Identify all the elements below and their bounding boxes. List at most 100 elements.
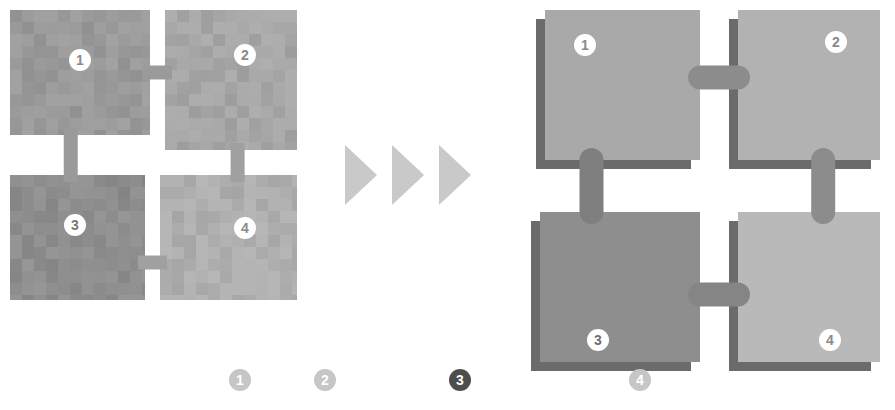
- pixel-cell: [172, 247, 184, 259]
- pixel-cell: [237, 82, 249, 94]
- pixel-cell: [94, 247, 106, 259]
- pixel-cell: [189, 142, 201, 150]
- pixel-cell: [249, 34, 261, 46]
- pixel-cell: [130, 271, 142, 283]
- pixel-cell: [118, 235, 130, 247]
- pixel-cell: [34, 175, 46, 187]
- pixel-cell: [208, 259, 220, 271]
- pixel-cell: [10, 211, 22, 223]
- pixel-cell: [94, 187, 106, 199]
- callout-number: 3: [587, 329, 609, 351]
- pixel-cell: [58, 82, 70, 94]
- pixel-cell: [34, 106, 46, 118]
- pixel-cell: [118, 271, 130, 283]
- callout-number: 2: [314, 369, 336, 391]
- callout-number: 1: [229, 369, 251, 391]
- pixel-cell: [22, 259, 34, 271]
- pixel-cell: [225, 10, 237, 22]
- puzzle-joint: [231, 150, 245, 175]
- pixel-cell: [261, 82, 273, 94]
- pixel-cell: [177, 118, 189, 130]
- puzzle-joint: [811, 160, 835, 212]
- pixel-cell: [213, 34, 225, 46]
- pixel-cell: [261, 130, 273, 142]
- pixel-cell: [118, 46, 130, 58]
- pixel-cell: [220, 247, 232, 259]
- pixel-cell: [256, 175, 268, 187]
- pixel-cell: [46, 271, 58, 283]
- pixel-cell: [94, 175, 106, 187]
- pixel-cell: [82, 22, 94, 34]
- pixel-cell: [130, 82, 142, 94]
- pixel-texture: [165, 10, 297, 150]
- pixel-cell: [160, 211, 172, 223]
- pixel-cell: [46, 70, 58, 82]
- pixel-cell: [46, 283, 58, 295]
- pixel-cell: [160, 283, 172, 295]
- pixel-cell: [142, 46, 150, 58]
- pixel-cell: [177, 70, 189, 82]
- pixel-cell: [213, 58, 225, 70]
- pixel-cell: [208, 175, 220, 187]
- pixel-cell: [261, 118, 273, 130]
- pixel-cell: [130, 10, 142, 22]
- pixel-cell: [220, 199, 232, 211]
- pixel-cell: [106, 70, 118, 82]
- pixel-cell: [285, 130, 297, 142]
- pixel-cell: [196, 259, 208, 271]
- pixel-cell: [142, 223, 145, 235]
- pixel-cell: [22, 58, 34, 70]
- pixel-cell: [249, 82, 261, 94]
- pixel-cell: [237, 70, 249, 82]
- arrow-chevron: [439, 145, 471, 205]
- pixel-cell: [82, 175, 94, 187]
- pixel-cell: [58, 271, 70, 283]
- pixel-cell: [22, 130, 34, 135]
- pixel-cell: [268, 247, 280, 259]
- pixel-cell: [208, 199, 220, 211]
- pixel-cell: [118, 22, 130, 34]
- pixel-cell: [94, 10, 106, 22]
- pixel-cell: [232, 259, 244, 271]
- pixel-cell: [10, 58, 22, 70]
- pixel-cell: [10, 34, 22, 46]
- pixel-cell: [46, 22, 58, 34]
- pixel-cell: [22, 283, 34, 295]
- pixel-cell: [285, 142, 297, 150]
- pixel-cell: [46, 94, 58, 106]
- callout-number: 3: [64, 214, 86, 236]
- pixel-cell: [142, 211, 145, 223]
- pixel-cell: [201, 106, 213, 118]
- pixel-cell: [165, 10, 177, 22]
- pixel-cell: [244, 295, 256, 300]
- pixel-cell: [106, 175, 118, 187]
- pixel-cell: [142, 10, 150, 22]
- pixel-cell: [196, 199, 208, 211]
- pixel-cell: [280, 199, 292, 211]
- pixel-cell: [130, 22, 142, 34]
- pixel-cell: [220, 271, 232, 283]
- pixel-cell: [196, 247, 208, 259]
- pixel-cell: [280, 259, 292, 271]
- pixel-cell: [273, 130, 285, 142]
- pixel-cell: [10, 295, 22, 300]
- pixel-cell: [201, 58, 213, 70]
- pixel-cell: [268, 211, 280, 223]
- pixel-cell: [118, 283, 130, 295]
- pixel-cell: [34, 70, 46, 82]
- pixel-cell: [106, 283, 118, 295]
- pixel-cell: [237, 94, 249, 106]
- pixel-cell: [106, 199, 118, 211]
- pixel-cell: [208, 235, 220, 247]
- pixel-cell: [10, 223, 22, 235]
- pixel-cell: [106, 235, 118, 247]
- pixel-cell: [70, 94, 82, 106]
- pixel-cell: [196, 211, 208, 223]
- puzzle-joint: [700, 283, 738, 307]
- pixel-cell: [292, 199, 297, 211]
- pixel-cell: [142, 58, 150, 70]
- pixel-cell: [34, 118, 46, 130]
- pixel-cell: [118, 58, 130, 70]
- pixel-cell: [213, 130, 225, 142]
- pixel-cell: [94, 271, 106, 283]
